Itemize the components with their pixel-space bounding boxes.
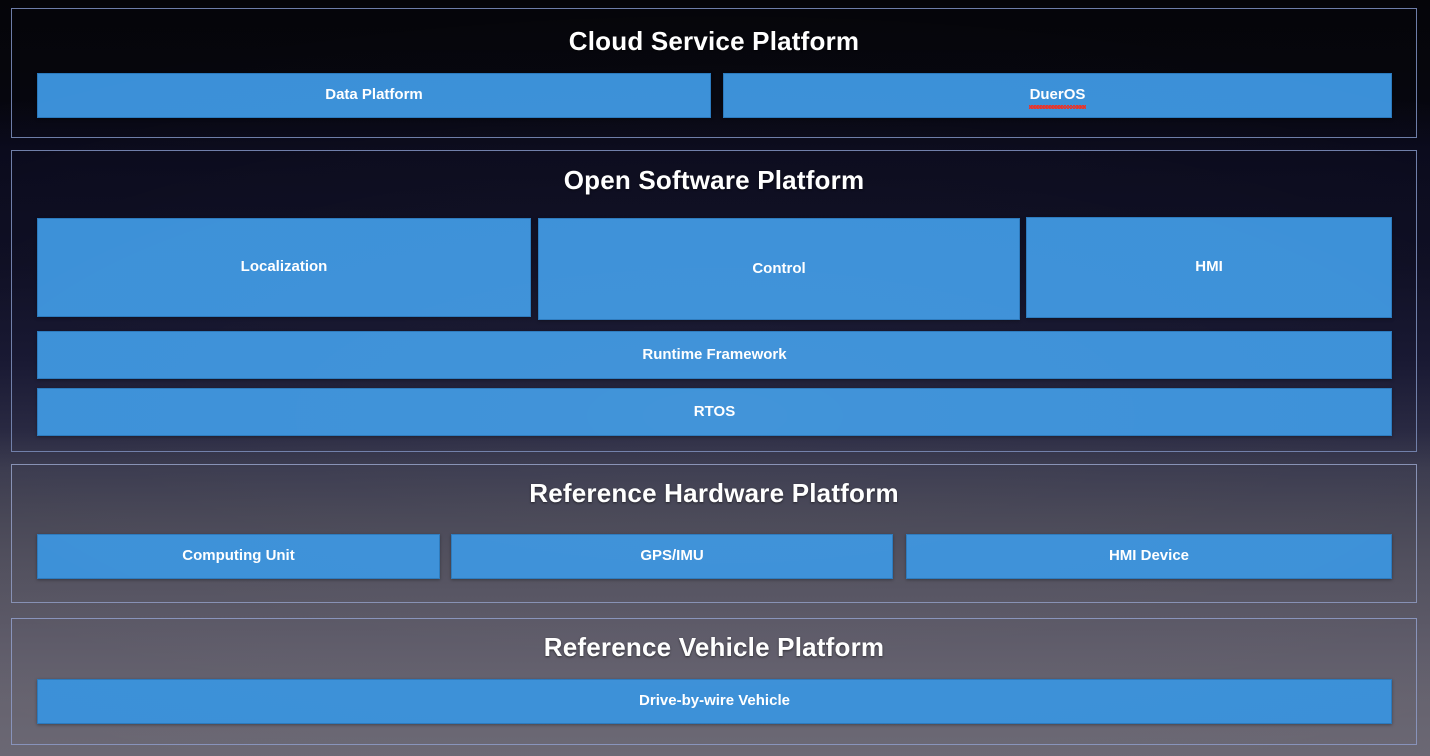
section-title-open-software-platform: Open Software Platform (563, 165, 865, 195)
section-open-software-platform: Open Software Platform Localization Cont… (11, 150, 1417, 452)
box-hmi[interactable]: HMI (1026, 217, 1392, 318)
box-label-localization: Localization (240, 258, 328, 276)
box-data-platform[interactable]: Data Platform (37, 73, 711, 118)
box-hmi-device[interactable]: HMI Device (906, 534, 1392, 579)
box-label-drive-by-wire-vehicle: Drive-by-wire Vehicle (639, 692, 790, 710)
section-title-reference-vehicle-platform: Reference Vehicle Platform (543, 632, 885, 662)
box-computing-unit[interactable]: Computing Unit (37, 534, 440, 579)
box-control[interactable]: Control (538, 218, 1020, 320)
box-gps-imu[interactable]: GPS/IMU (451, 534, 893, 579)
section-cloud-service-platform: Cloud Service Platform Data Platform Due… (11, 8, 1417, 138)
section-reference-vehicle-platform: Reference Vehicle Platform Drive-by-wire… (11, 618, 1417, 745)
box-label-computing-unit: Computing Unit (182, 547, 295, 565)
box-label-hmi: HMI (1195, 258, 1223, 276)
box-label-runtime-framework: Runtime Framework (642, 345, 787, 363)
box-label-data-platform: Data Platform (325, 86, 423, 104)
box-label-dueros: DuerOS (1028, 86, 1087, 109)
box-label-control: Control (752, 259, 806, 277)
section-title-cloud-service-platform: Cloud Service Platform (568, 26, 860, 56)
section-title-reference-hardware-platform: Reference Hardware Platform (529, 478, 899, 508)
box-dueros[interactable]: DuerOS (723, 73, 1392, 118)
box-label-gps-imu: GPS/IMU (640, 547, 704, 565)
box-rtos[interactable]: RTOS (37, 388, 1392, 436)
section-reference-hardware-platform: Reference Hardware Platform Computing Un… (11, 464, 1417, 603)
box-label-hmi-device: HMI Device (1108, 547, 1190, 565)
box-label-rtos: RTOS (693, 402, 736, 420)
box-runtime-framework[interactable]: Runtime Framework (37, 331, 1392, 379)
box-drive-by-wire-vehicle[interactable]: Drive-by-wire Vehicle (37, 679, 1392, 724)
box-localization[interactable]: Localization (37, 218, 531, 317)
